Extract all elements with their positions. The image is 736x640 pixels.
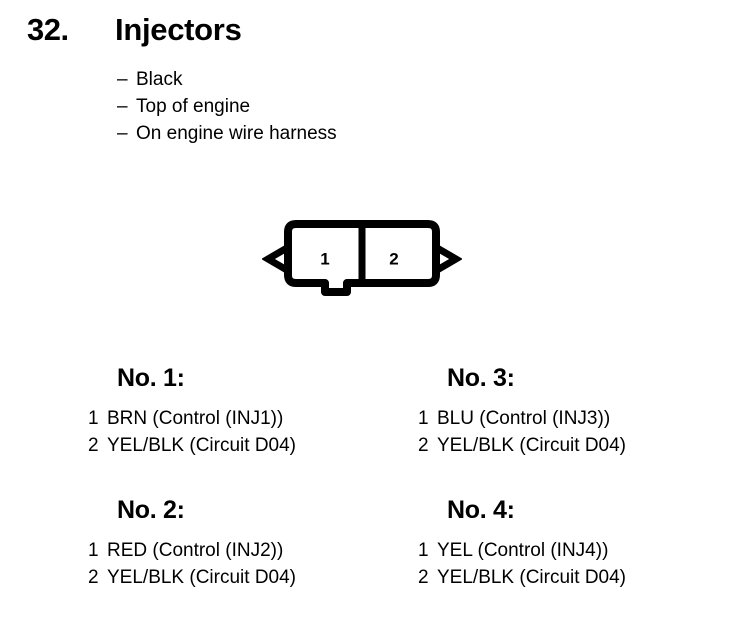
pin-number: 2 <box>88 567 99 588</box>
list-item: 1 BRN (Control (INJ1)) <box>88 405 418 432</box>
list-item: – Top of engine <box>117 93 337 120</box>
pin-description: BLU (Control (INJ3)) <box>437 408 611 429</box>
list-item: 1 BLU (Control (INJ3)) <box>418 405 736 432</box>
cavity-label-1: 1 <box>320 249 329 268</box>
attribute-list: – Black – Top of engine – On engine wire… <box>117 66 337 147</box>
dash-bullet-icon: – <box>117 69 128 90</box>
title-row: 32. Injectors <box>27 14 242 45</box>
pin-number: 2 <box>418 567 429 588</box>
pin-description: YEL/BLK (Circuit D04) <box>437 567 627 588</box>
list-item: – Black <box>117 66 337 93</box>
pin-number: 2 <box>88 435 99 456</box>
attribute-text: Top of engine <box>136 96 251 117</box>
list-item: 2 YEL/BLK (Circuit D04) <box>418 564 736 591</box>
dash-bullet-icon: – <box>117 123 128 144</box>
pinout-heading: No. 1: <box>117 364 185 392</box>
pinout-column-no-1: No. 1: 1 BRN (Control (INJ1)) 2 YEL/BLK … <box>88 366 418 459</box>
pinout-heading: No. 4: <box>447 496 515 524</box>
pinout-column-no-4: No. 4: 1 YEL (Control (INJ4)) 2 YEL/BLK … <box>418 498 736 591</box>
pin-description: BRN (Control (INJ1)) <box>107 408 284 429</box>
pin-description: RED (Control (INJ2)) <box>107 540 284 561</box>
pin-number: 1 <box>418 540 429 561</box>
pin-description: YEL (Control (INJ4)) <box>437 540 609 561</box>
pin-description: YEL/BLK (Circuit D04) <box>437 435 627 456</box>
list-item: 1 RED (Control (INJ2)) <box>88 537 418 564</box>
list-item: 2 YEL/BLK (Circuit D04) <box>418 432 736 459</box>
pin-description: YEL/BLK (Circuit D04) <box>107 435 297 456</box>
pin-list: 1 BRN (Control (INJ1)) 2 YEL/BLK (Circui… <box>88 405 418 459</box>
pinout-column-no-2: No. 2: 1 RED (Control (INJ2)) 2 YEL/BLK … <box>88 498 418 591</box>
list-item: 2 YEL/BLK (Circuit D04) <box>88 564 418 591</box>
connector-diagram: 1 2 <box>262 212 462 302</box>
pin-list: 1 RED (Control (INJ2)) 2 YEL/BLK (Circui… <box>88 537 418 591</box>
pin-number: 1 <box>88 408 99 429</box>
connector-svg: 1 2 <box>262 220 462 296</box>
pin-number: 1 <box>88 540 99 561</box>
attribute-text: On engine wire harness <box>136 123 337 144</box>
pin-list: 1 BLU (Control (INJ3)) 2 YEL/BLK (Circui… <box>418 405 736 459</box>
item-number: 32. <box>27 12 69 47</box>
cavity-label-2: 2 <box>389 249 398 268</box>
list-item: – On engine wire harness <box>117 120 337 147</box>
pin-list: 1 YEL (Control (INJ4)) 2 YEL/BLK (Circui… <box>418 537 736 591</box>
pinout-heading: No. 3: <box>447 364 515 392</box>
pinout-heading: No. 2: <box>117 496 185 524</box>
attribute-text: Black <box>136 69 183 90</box>
pin-number: 2 <box>418 435 429 456</box>
list-item: 1 YEL (Control (INJ4)) <box>418 537 736 564</box>
pin-description: YEL/BLK (Circuit D04) <box>107 567 297 588</box>
list-item: 2 YEL/BLK (Circuit D04) <box>88 432 418 459</box>
page-title: Injectors <box>115 12 242 47</box>
dash-bullet-icon: – <box>117 96 128 117</box>
pin-number: 1 <box>418 408 429 429</box>
pinout-column-no-3: No. 3: 1 BLU (Control (INJ3)) 2 YEL/BLK … <box>418 366 736 459</box>
